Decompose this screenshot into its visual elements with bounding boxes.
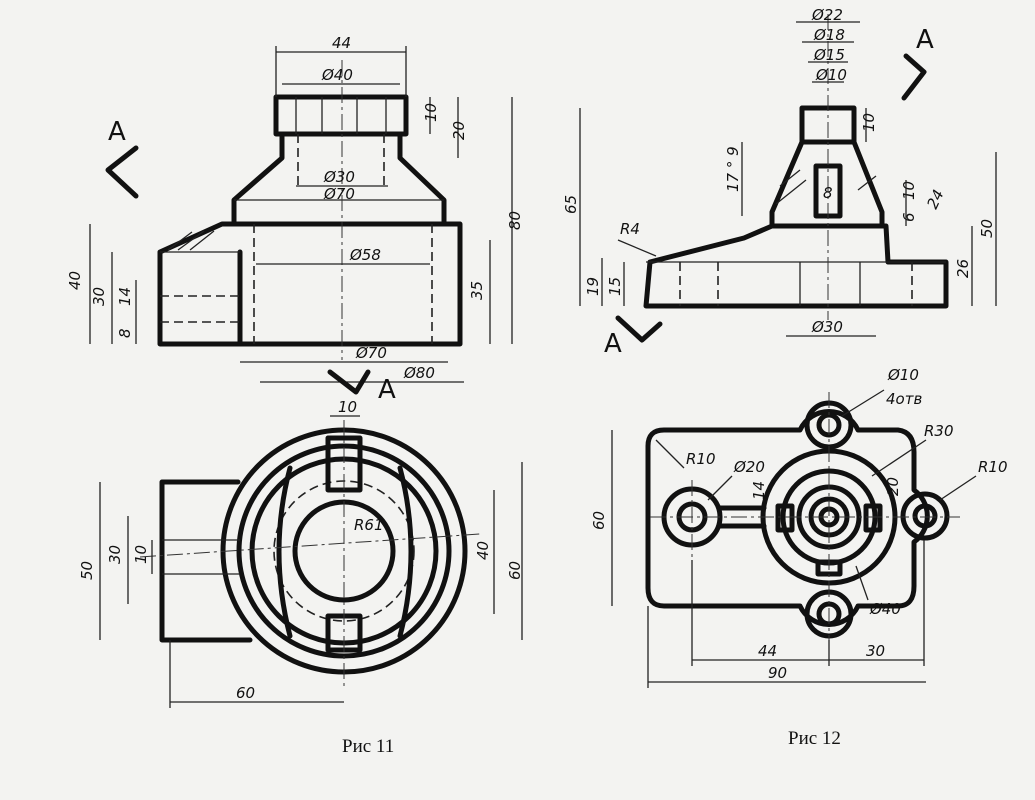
dim-50: 50 bbox=[978, 219, 996, 238]
fig11-section-markers: А А bbox=[105, 117, 396, 405]
dim-d20: Ø20 bbox=[733, 458, 765, 476]
base-flange bbox=[643, 223, 949, 309]
dim-19: 19 bbox=[584, 277, 602, 296]
flange-plate bbox=[645, 409, 930, 627]
fig12-caption: Рис 12 bbox=[788, 728, 841, 749]
dim-d70-top: Ø70 bbox=[323, 185, 355, 203]
section-label-top: А bbox=[916, 25, 934, 55]
dim-15: 15 bbox=[606, 277, 624, 296]
hole-right bbox=[900, 491, 950, 541]
fig11-caption: Рис 11 bbox=[342, 736, 394, 757]
dim-r61: R61 bbox=[354, 516, 384, 534]
fig12-top-dims: Ø10 4отв R10 R30 R10 Ø20 14 20 60 Ø40 44… bbox=[590, 366, 1008, 688]
dim-r4: R4 bbox=[620, 220, 640, 238]
dim-d80: Ø80 bbox=[403, 364, 435, 382]
fig11-top-view bbox=[139, 420, 481, 690]
dim-top-50: 50 bbox=[78, 561, 96, 580]
dim-40: 40 bbox=[66, 271, 84, 290]
dim-d30: Ø30 bbox=[323, 168, 355, 186]
dim-60: 60 bbox=[590, 511, 608, 530]
dim-30: 30 bbox=[866, 642, 885, 660]
section-label-left: А bbox=[108, 117, 126, 147]
dim-80: 80 bbox=[506, 211, 524, 230]
dim-d70-bottom: Ø70 bbox=[355, 344, 387, 362]
dim-d30: Ø30 bbox=[811, 318, 843, 336]
dim-d22: Ø22 bbox=[811, 6, 843, 24]
fig11-front-view bbox=[157, 60, 463, 360]
dim-d15: Ø15 bbox=[813, 46, 845, 64]
dim-20: 20 bbox=[450, 121, 468, 140]
cone-neck bbox=[231, 131, 447, 225]
dim-65: 65 bbox=[562, 195, 580, 214]
collar-body bbox=[273, 94, 409, 137]
fig12-section-markers: А А bbox=[604, 25, 934, 359]
dim-90: 90 bbox=[768, 664, 787, 682]
section-label-bottom: А bbox=[378, 375, 396, 405]
fig12-front-view bbox=[643, 14, 949, 320]
dim-d18: Ø18 bbox=[813, 26, 845, 44]
dim-d40: Ø40 bbox=[321, 66, 353, 84]
fig11-front-dims: 44 Ø40 10 20 Ø30 Ø70 80 Ø58 40 30 14 8 3… bbox=[66, 34, 524, 383]
dim-r30: R30 bbox=[924, 422, 954, 440]
dim-d58: Ø58 bbox=[349, 246, 381, 264]
dim-10: 10 bbox=[422, 103, 440, 122]
dim-top-40: 40 bbox=[474, 541, 492, 560]
dim-30: 30 bbox=[90, 287, 108, 306]
dim-top-10: 10 bbox=[338, 398, 357, 416]
dim-44: 44 bbox=[332, 34, 351, 52]
dim-44: 44 bbox=[758, 642, 777, 660]
dim-h10: 10 bbox=[860, 113, 878, 132]
dim-8: 8 bbox=[823, 184, 833, 202]
fig11-top-dims: 10 R61 50 30 10 40 60 60 bbox=[78, 398, 524, 708]
dim-d10: Ø10 bbox=[815, 66, 847, 84]
dim-h10-right: 10 bbox=[900, 181, 918, 200]
dim-hole-d10: Ø10 bbox=[887, 366, 919, 384]
dim-top-60-h: 60 bbox=[236, 684, 255, 702]
dim-14: 14 bbox=[116, 287, 134, 306]
dim-35: 35 bbox=[468, 281, 486, 300]
dim-top-30: 30 bbox=[106, 545, 124, 564]
section-label-bottom-left: А bbox=[604, 329, 622, 359]
dim-h6: 6 bbox=[900, 212, 918, 222]
dim-r10-right: R10 bbox=[978, 458, 1008, 476]
dim-20: 20 bbox=[884, 477, 902, 496]
dim-top-60: 60 bbox=[506, 561, 524, 580]
fig12-top-view bbox=[645, 392, 960, 650]
dim-top-10-left: 10 bbox=[132, 545, 150, 564]
dim-d40: Ø40 bbox=[869, 600, 901, 618]
dim-14: 14 bbox=[750, 481, 768, 500]
dim-r10-left: R10 bbox=[686, 450, 716, 468]
dim-24: 24 bbox=[923, 187, 947, 212]
main-body bbox=[157, 221, 463, 347]
dim-4-holes: 4отв bbox=[886, 390, 922, 408]
dim-8: 8 bbox=[116, 328, 134, 338]
dim-26: 26 bbox=[954, 259, 972, 278]
fig12-front-dims: Ø22 Ø18 Ø15 Ø10 10 17 ° 9 8 65 R4 10 6 2… bbox=[562, 6, 997, 337]
dim-17-9: 17 ° 9 bbox=[724, 146, 742, 192]
